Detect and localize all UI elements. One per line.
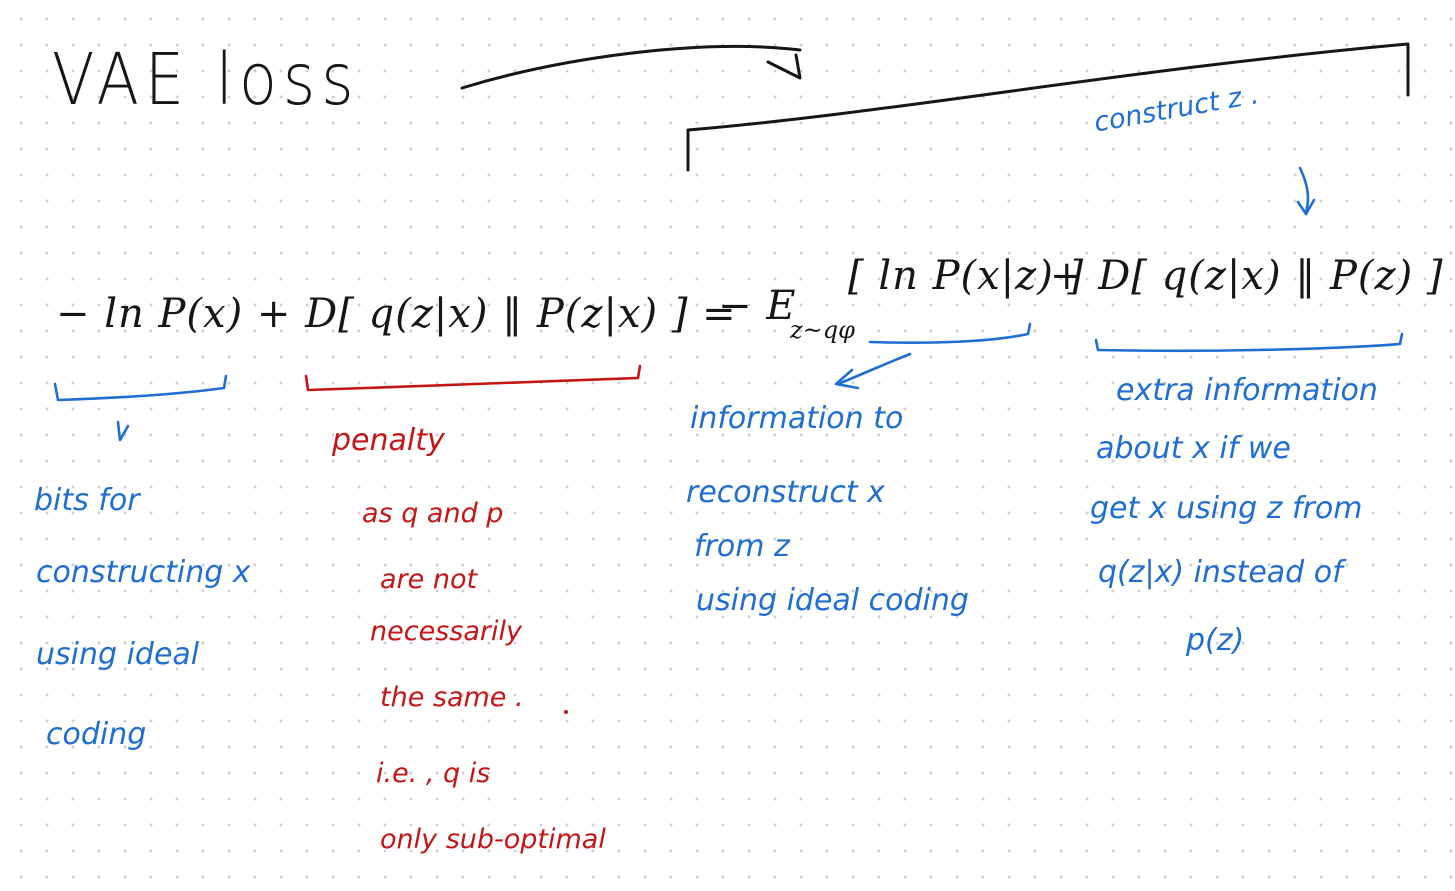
recon-arrow-head: [834, 368, 860, 390]
recon-arrow-line: [836, 352, 912, 386]
period-mark: [564, 710, 568, 714]
title-arrow-line: [460, 44, 802, 90]
kl-line-1: extra information: [1116, 373, 1378, 408]
equation-expectation-subscript: z~qφ: [790, 316, 855, 344]
title-arrow-head: [766, 53, 802, 80]
penalty-line-3: necessarily: [370, 616, 522, 647]
bits-line-2: constructing x: [36, 555, 251, 590]
brace-bits: [53, 374, 228, 402]
penalty-line-2: are not: [380, 564, 478, 595]
top-bracket-line: [686, 42, 1410, 172]
kl-line-3: get x using z from: [1090, 491, 1363, 526]
penalty-line-6: only sub-optimal: [380, 824, 606, 855]
equation-expectation: − E: [718, 283, 797, 329]
bits-line-3: using ideal: [36, 637, 200, 672]
page-title: VAE loss: [52, 37, 360, 122]
equation-reconstruction-term: [ ln P(x|z) ]: [848, 253, 1085, 299]
penalty-label: penalty: [332, 423, 445, 458]
brace-penalty: [304, 364, 642, 392]
penalty-line-4: the same .: [380, 682, 524, 713]
recon-line-4: using ideal coding: [696, 583, 969, 618]
brace-recon: [868, 322, 1032, 345]
penalty-line-5: i.e. , q is: [376, 758, 491, 789]
bits-line-4: coding: [46, 717, 147, 752]
kl-line-4: q(z|x) instead of: [1098, 555, 1343, 590]
brace-kl: [1094, 332, 1404, 353]
equation-kl-term: + D[ q(z|x) ‖ P(z) ]: [1050, 253, 1444, 299]
bits-down-arrow: [116, 420, 130, 442]
penalty-line-1: as q and p: [362, 498, 504, 529]
kl-line-2: about x if we: [1096, 431, 1291, 466]
recon-line-3: from z: [694, 529, 790, 564]
recon-line-2: reconstruct x: [686, 475, 885, 510]
construct-arrow-line: [1298, 166, 1310, 214]
construct-arrow-head: [1296, 198, 1316, 216]
kl-line-5: p(z): [1186, 623, 1245, 658]
bits-line-1: bits for: [34, 483, 140, 518]
equation-lhs: − ln P(x) + D[ q(z|x) ‖ P(z|x) ] =: [56, 291, 737, 337]
recon-line-1: information to: [690, 401, 904, 436]
